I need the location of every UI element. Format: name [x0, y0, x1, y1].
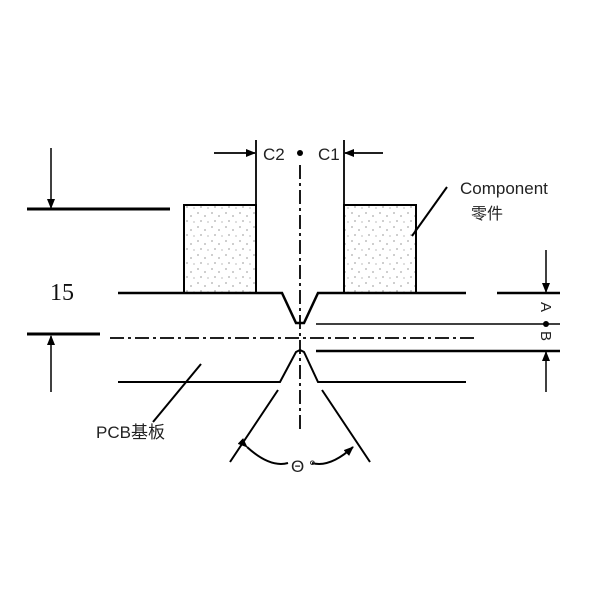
- c2-label: C2: [263, 145, 285, 164]
- angle-label: Θ °: [291, 457, 316, 476]
- ab-dimension: [316, 250, 560, 392]
- component-right: [343, 204, 417, 294]
- component-left: [183, 204, 257, 294]
- blade-angle: [229, 389, 371, 465]
- b-label: B: [537, 331, 554, 341]
- center-dot: [297, 150, 303, 156]
- clearance-dimensions: [214, 140, 383, 205]
- pcb-leader: [152, 363, 202, 423]
- pcb-bottom-surface: [118, 348, 466, 383]
- pcb-label: PCB基板: [96, 423, 165, 442]
- pcb-top-surface: [118, 291, 466, 325]
- dimension-label: 15: [50, 280, 74, 306]
- c1-label: C1: [318, 145, 340, 164]
- component-cn-label: 零件: [471, 205, 503, 223]
- thickness-dimension: [27, 148, 170, 392]
- component-label: Component: [460, 179, 548, 198]
- ab-dot: [543, 321, 549, 327]
- component-leader: [411, 186, 448, 237]
- a-label: A: [537, 302, 554, 312]
